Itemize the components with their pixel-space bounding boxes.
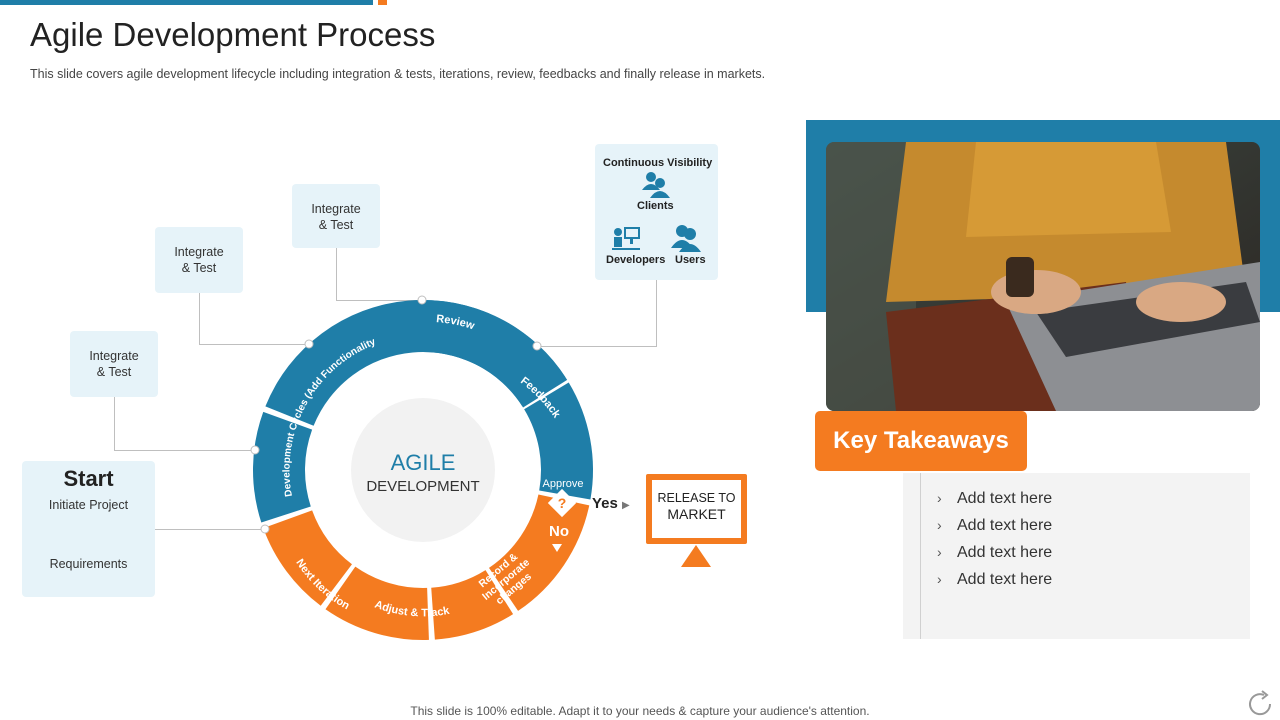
connector-start xyxy=(155,529,265,530)
continuous-visibility-box: Continuous Visibility Clients Developers… xyxy=(595,144,718,280)
segment-feedback xyxy=(524,382,593,500)
takeaways-panel: › Add text here › Add text here › Add text … xyxy=(903,473,1250,639)
center-agile-text: AGILE xyxy=(391,450,456,475)
connector-dots xyxy=(250,295,542,534)
integrate-label: Integrate xyxy=(174,245,224,259)
clients-label: Clients xyxy=(637,200,674,212)
segment-next-iteration xyxy=(263,510,352,606)
test-label: & Test xyxy=(181,261,217,275)
segment-label-dev-cycles: Development Cycles (Add Functionality) xyxy=(0,0,378,497)
top-accent-bar-blue xyxy=(0,0,373,5)
page-subtitle: This slide covers agile development life… xyxy=(30,67,766,81)
segment-record xyxy=(431,570,514,640)
start-requirements-label: Requirements xyxy=(49,557,128,571)
laptop-photo xyxy=(826,142,1260,411)
segment-dev-cycles-lower xyxy=(253,411,313,523)
takeaways-divider xyxy=(920,473,921,639)
connector-box1 xyxy=(114,396,256,451)
segment-adjust xyxy=(325,566,429,640)
decision-diamond-icon: ? xyxy=(547,488,577,518)
start-initiate-label: Initiate Project xyxy=(48,498,129,512)
integrate-test-box-2: Integrate & Test xyxy=(155,227,243,293)
key-takeaways-title: Key Takeaways xyxy=(815,411,1027,471)
yes-label: Yes ▶ xyxy=(592,495,630,512)
no-label: No xyxy=(549,523,569,540)
visibility-title: Continuous Visibility xyxy=(603,157,713,169)
list-item-text: Add text here xyxy=(957,544,1053,561)
integrate-label: Integrate xyxy=(311,202,361,216)
monitor-stand xyxy=(681,545,711,567)
center-circle xyxy=(351,398,495,542)
start-box: Start Initiate Project Requirements xyxy=(22,461,155,597)
segment-review xyxy=(423,300,566,406)
takeaways-list: › Add text here › Add text here › Add text … xyxy=(937,487,1052,595)
chevron-right-icon: › xyxy=(937,490,942,506)
list-item: › Add text here xyxy=(937,568,1052,595)
list-item-text: Add text here xyxy=(957,490,1053,507)
center-development-text: DEVELOPMENT xyxy=(366,478,479,495)
integrate-test-box-1: Integrate & Test xyxy=(70,331,158,397)
release-line-2: MARKET xyxy=(667,506,726,522)
list-item: › Add text here xyxy=(937,541,1052,568)
footer-note: This slide is 100% editable. Adapt it to… xyxy=(410,704,870,718)
developers-label: Developers xyxy=(606,254,666,266)
yes-text: Yes xyxy=(592,495,618,512)
integrate-label: Integrate xyxy=(89,349,139,363)
chevron-right-icon: › xyxy=(937,544,942,560)
question-mark: ? xyxy=(558,495,567,511)
test-label: & Test xyxy=(96,365,132,379)
page-title: Agile Development Process xyxy=(30,16,436,53)
release-screen: RELEASE TO MARKET xyxy=(652,480,741,538)
top-accent-bar-orange xyxy=(378,0,387,5)
list-item-text: Add text here xyxy=(957,517,1053,534)
chevron-right-icon: › xyxy=(937,517,942,533)
integrate-test-box-3: Integrate & Test xyxy=(292,184,380,248)
connector-box3 xyxy=(336,248,423,301)
right-arrow-icon: ▶ xyxy=(622,500,630,511)
start-title: Start xyxy=(63,466,114,491)
connector-box2 xyxy=(199,292,310,345)
list-item: › Add text here xyxy=(937,487,1052,514)
down-arrow-icon xyxy=(552,544,562,552)
release-line-1: RELEASE TO xyxy=(657,491,736,505)
refresh-icon xyxy=(1249,690,1272,716)
users-label: Users xyxy=(675,254,706,266)
list-item-text: Add text here xyxy=(957,571,1053,588)
clients-icon xyxy=(642,172,670,198)
connector-visibility xyxy=(537,280,657,347)
approve-label: Approve xyxy=(543,478,584,490)
chevron-right-icon: › xyxy=(937,571,942,587)
users-icon xyxy=(671,225,701,252)
release-monitor: RELEASE TO MARKET xyxy=(646,474,747,544)
developers-icon xyxy=(612,227,640,250)
test-label: & Test xyxy=(318,218,354,232)
segment-approve xyxy=(488,494,590,611)
list-item: › Add text here xyxy=(937,514,1052,541)
